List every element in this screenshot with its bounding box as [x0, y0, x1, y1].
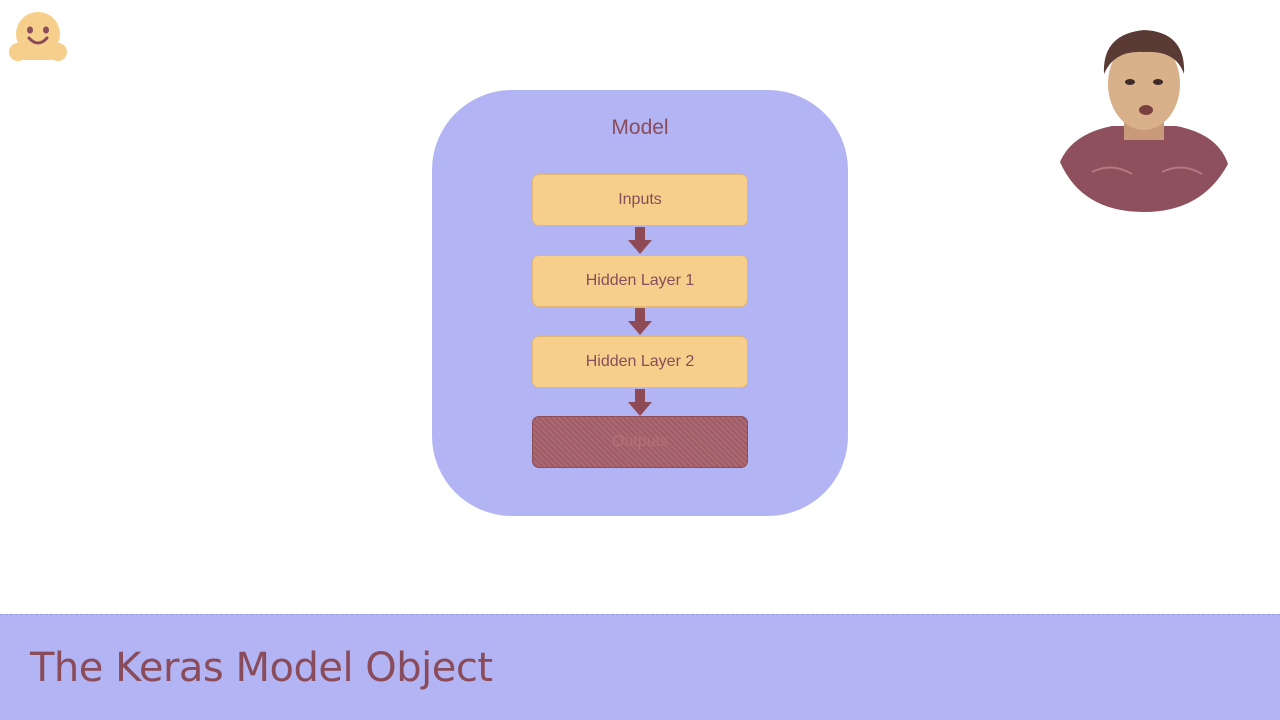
arrow-down-icon [628, 227, 652, 254]
slide-title: The Keras Model Object [30, 645, 493, 691]
layer-hidden-2: Hidden Layer 2 [532, 336, 748, 388]
layer-hidden-1: Hidden Layer 1 [532, 255, 748, 307]
layer-inputs: Inputs [532, 174, 748, 226]
arrow-down-icon [628, 389, 652, 416]
hugging-face-logo-icon [9, 12, 67, 61]
model-title: Model [611, 116, 669, 139]
presenter-video-thumbnail [1060, 30, 1228, 212]
footer-title-bar: The Keras Model Object [0, 614, 1280, 720]
arrow-down-icon [628, 308, 652, 335]
layer-outputs: Outputs [532, 416, 748, 468]
